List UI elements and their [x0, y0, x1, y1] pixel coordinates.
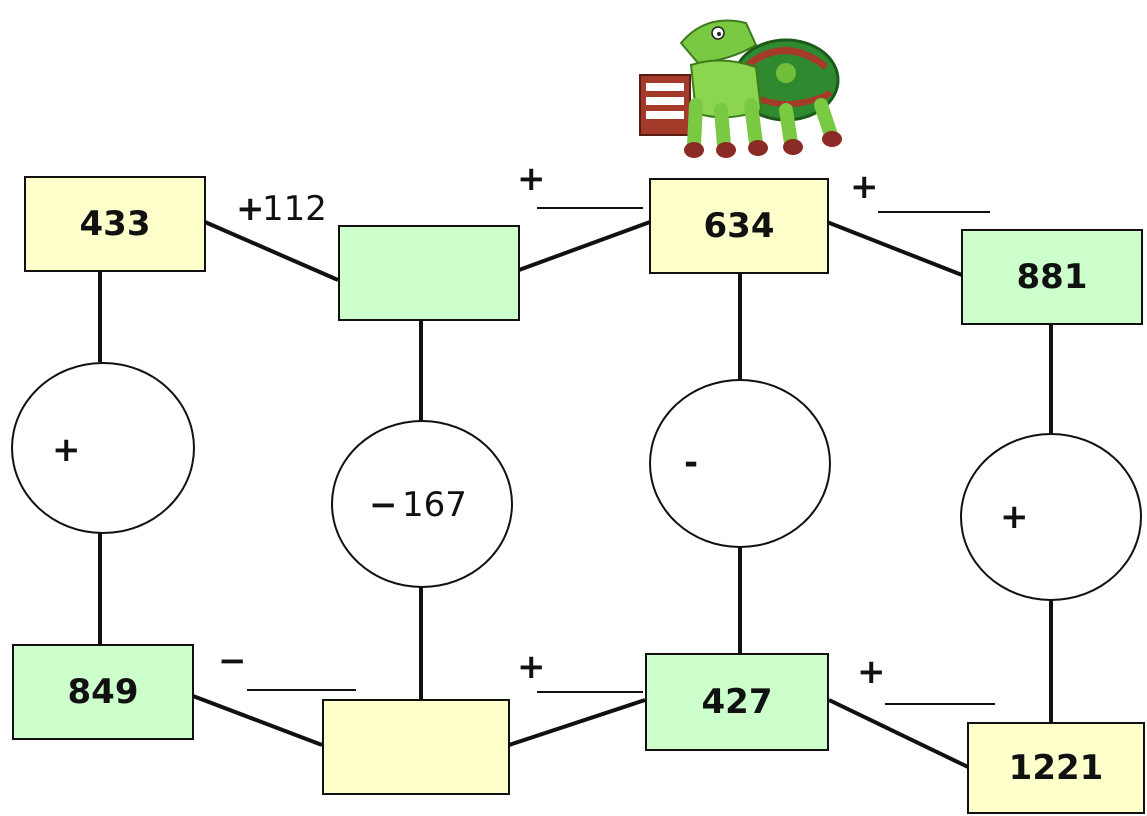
box-top-blank[interactable] [338, 225, 520, 321]
line-bottomblank-427 [508, 698, 646, 747]
circle-3-operator: - [684, 443, 699, 483]
line-634-881 [826, 220, 963, 277]
edge-2-operator: + [517, 159, 546, 199]
line-433-topblank [204, 220, 339, 282]
box-634: 634 [649, 178, 829, 274]
box-881: 881 [961, 229, 1143, 325]
box-849-value: 849 [67, 672, 139, 712]
line-849-bottomblank [192, 694, 323, 747]
box-427: 427 [645, 653, 829, 751]
box-433-value: 433 [79, 204, 151, 244]
box-634-value: 634 [703, 206, 775, 246]
line-427-1221 [828, 698, 969, 769]
circle-2-number: 167 [402, 485, 467, 525]
edge-1-operator: + [236, 189, 265, 229]
circle-2-operator: − [369, 485, 398, 525]
box-1221-value: 1221 [1008, 748, 1104, 788]
edge-3-operator: + [850, 167, 879, 207]
box-881-value: 881 [1016, 257, 1088, 297]
box-1221: 1221 [967, 722, 1145, 814]
circle-3[interactable] [649, 379, 831, 548]
circle-1[interactable] [11, 362, 195, 534]
box-427-value: 427 [701, 682, 773, 722]
edge-1-number: 112 [262, 189, 327, 229]
circle-2[interactable] [331, 420, 513, 588]
edge-5-operator: + [517, 647, 546, 687]
box-bottom-blank[interactable] [322, 699, 510, 795]
circle-4[interactable] [960, 433, 1142, 601]
circle-4-operator: + [1000, 497, 1029, 537]
line-topblank-634 [518, 220, 651, 272]
edge-6-operator: + [857, 652, 886, 692]
box-433: 433 [24, 176, 206, 272]
box-849: 849 [12, 644, 194, 740]
edge-4-operator: − [218, 641, 247, 681]
circle-1-operator: + [52, 430, 81, 470]
crocodile-turtle-mascot-icon [639, 19, 842, 158]
